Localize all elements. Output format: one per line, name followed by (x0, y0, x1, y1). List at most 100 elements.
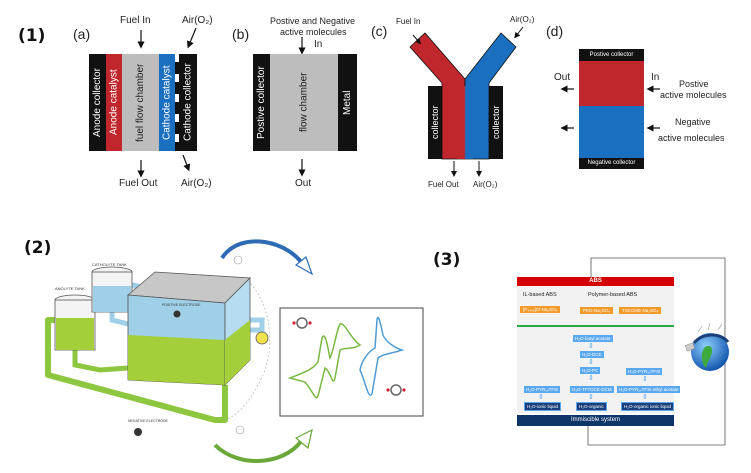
negative-chamber (579, 106, 644, 158)
col3-item-1: H₂O-PYR₁₄TFSI-ethyl acetate (617, 386, 681, 393)
fuel-flow-chamber-layer: fuel flow chamber (122, 54, 159, 151)
col2-arrow-0: ⇕ (588, 343, 594, 350)
air-out-label: Air(O₂) (181, 178, 212, 189)
col2-arrow-1: ⇕ (588, 359, 594, 366)
electron-icon-bottom (235, 425, 245, 435)
positive-collector-layer: Postive collector (253, 54, 270, 151)
left-collector-block (428, 86, 442, 159)
col3-item-0: H₂O-PYR₁₄TFSI (626, 368, 663, 375)
air-in-label: Air(O₂) (182, 15, 213, 26)
panel-b-out-label: Out (295, 178, 312, 189)
cathode-porous-strip (175, 54, 179, 151)
col3-arrow-1: ⇕ (642, 394, 648, 401)
section-label-1: (1) (18, 26, 46, 46)
cathode-catalyst-layer: Cathode catalyst (159, 54, 175, 151)
positive-electrode-icon (173, 310, 181, 318)
fuel-in-label: Fuel In (120, 15, 151, 26)
panel-d-arrows (560, 85, 660, 132)
positive-chamber (579, 61, 644, 106)
panel-a-arrows (137, 27, 197, 178)
cv-plot-frame (279, 307, 424, 417)
electron-icon-top (233, 255, 243, 265)
air-out-arrow (182, 154, 191, 172)
catholyte-tank-label: CATHOLYTE TANK (92, 262, 127, 267)
section-label-3: (3) (433, 250, 461, 270)
flow-battery-sketch (45, 239, 424, 463)
col2-item-2: H₂O-PC (580, 367, 601, 374)
globe-icon (684, 322, 730, 371)
panel-d-positive-label-1: Postive (679, 79, 709, 89)
peg-abs-tag: PEG-Na₂SO₄ (580, 307, 613, 314)
col1-item-1: H₂O-ionic liquid (524, 402, 562, 411)
col1-arrow: ⇕ (538, 394, 544, 401)
panel-d-negative-label-2: active molecules (658, 133, 725, 143)
cathode-collector-layer: Cathode collector (179, 54, 197, 151)
positive-collector-bar: Postive collector (579, 49, 644, 61)
panel-c-left-collector-label: collector (430, 105, 440, 140)
il-abs-tag: [P₄₄₄₄]Cl-Na₂SO₄ (520, 306, 561, 313)
anolyte-feed-pipe (72, 350, 129, 373)
panel-b-in-label: In (314, 39, 323, 50)
metal-layer: Metal (338, 54, 357, 151)
panel-d-in-label: In (651, 72, 660, 83)
flow-chamber-layer: flow chamber (270, 54, 338, 151)
panel-c-fuel-in-arrow (412, 34, 421, 45)
panel-d-out-label: Out (554, 72, 571, 83)
panel-c-air-in-label: Air(O₂) (510, 15, 535, 24)
polymer-based-abs-title: Polymer-based ABS (588, 292, 638, 298)
col1-item-0: H₂O-PYR₁₄TFSI (524, 386, 561, 393)
col2-arrow-2: ⇕ (588, 375, 594, 382)
negative-electrode-icon (134, 428, 142, 436)
catholyte-feed-pipe (109, 312, 129, 327)
green-swoosh-arrow (213, 433, 307, 463)
negative-electrode-label: NEGATIVE ELECTRODE (128, 419, 168, 423)
green-cv-curve (287, 323, 362, 399)
anode-catalyst-layer: Anode catalyst (106, 54, 122, 151)
mixing-zone (457, 86, 473, 159)
panel-c-air-in-arrow (514, 26, 524, 39)
panel-c-y-cell (409, 26, 524, 177)
il-based-abs-title: IL-based ABS (523, 292, 557, 298)
hydroquinone-molecule-icon (386, 384, 406, 396)
col2-item-0: H₂O-butyl acetate (573, 335, 613, 342)
col2-item-3: H₂O-TFTOCE-DCM (570, 386, 614, 393)
panel-c-fuel-out-label: Fuel Out (428, 180, 459, 189)
col2-arrow-3: ⇕ (588, 394, 594, 401)
air-in-arrow (187, 27, 197, 49)
cell-anolyte-half (128, 335, 225, 385)
cell-b: Postive collector flow chamber Metal (253, 54, 357, 151)
negative-collector-bar: Negative collector (579, 158, 644, 169)
anolyte-liquid (56, 318, 94, 350)
col3-item-2: H₂O-organic ionic liquid (621, 402, 675, 411)
immiscible-system-footer: Immiscible system (517, 415, 674, 426)
panel-c-fuel-in-label: Fuel In (396, 17, 421, 26)
right-collector-block (489, 86, 503, 159)
anolyte-pipe (45, 317, 228, 423)
section-label-2: (2) (24, 238, 52, 258)
col2-item-4: H₂O-organic (576, 402, 607, 411)
panel-d-negative-label-1: Negative (675, 117, 711, 127)
panel-d-letter: (d) (546, 23, 564, 39)
positive-electrode-label: POSITIVE ELECTRODE (162, 303, 201, 307)
blue-swoosh-arrow (220, 239, 307, 270)
col3-arrow-0: ⇕ (642, 376, 648, 383)
abs-header: ABS (517, 277, 674, 286)
panel-c-letter: (c) (371, 23, 388, 39)
panel-b-arrows (298, 37, 306, 177)
panel-c-right-collector-label: collector (491, 105, 501, 140)
panel-c-air-out-label: Air(O₂) (473, 180, 498, 189)
lightbulb-icon (255, 331, 269, 345)
tsccme-abs-tag: TSCCME-Na₂SO₄ (619, 307, 662, 314)
green-divider (517, 325, 674, 327)
anolyte-tank-label: ANOLYTE TANK (55, 286, 85, 291)
blue-cv-curve (359, 316, 405, 396)
fuel-cell-a: Anode collector Anode catalyst fuel flow… (89, 54, 197, 151)
col2-item-1: H₂O-DCE (580, 351, 604, 358)
panel-b-letter: (b) (232, 26, 250, 42)
air-arm (464, 32, 517, 160)
panel-b-top-label-1: Postive and Negative (270, 16, 356, 26)
panel-b-top-label-2: active molecules (280, 27, 347, 37)
panel-a-letter: (a) (73, 26, 91, 42)
anode-collector-layer: Anode collector (89, 54, 106, 151)
catholyte-liquid (93, 286, 131, 312)
